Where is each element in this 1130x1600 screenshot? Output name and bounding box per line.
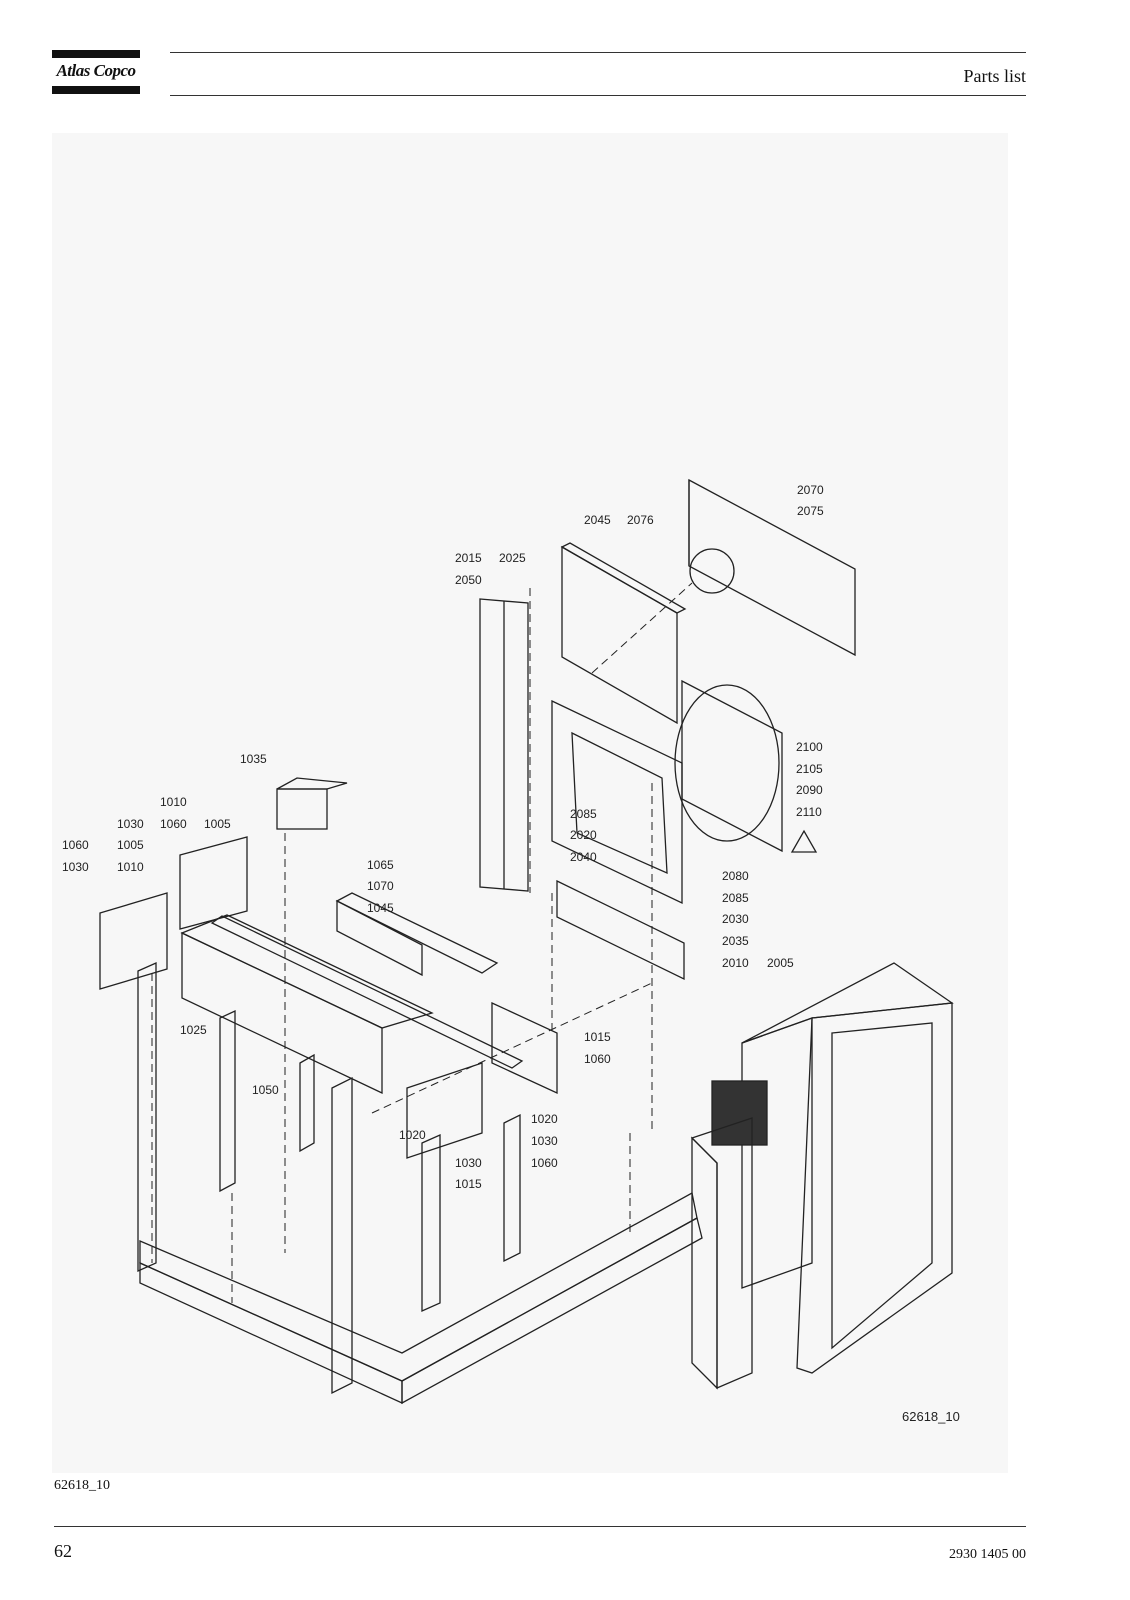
callout-label: 2070 — [797, 483, 824, 497]
callout-label: 1030 — [531, 1134, 558, 1148]
callout-label: 2010 — [722, 956, 749, 970]
callout-label: 1030 — [62, 860, 89, 874]
callout-label: 2105 — [796, 762, 823, 776]
callout-label: 2050 — [455, 573, 482, 587]
drawing-canvas: 2070 2075 2045 2076 2015 2025 2050 2100 … — [62, 478, 960, 1424]
figure-id-label: 62618_10 — [902, 1409, 960, 1424]
page-section-title: Parts list — [963, 66, 1026, 86]
callout-label: 1020 — [531, 1112, 558, 1126]
callout-labels: 2070 2075 2045 2076 2015 2025 2050 2100 … — [62, 483, 824, 1191]
callout-label: 1065 — [367, 858, 394, 872]
callout-label: 2090 — [796, 783, 823, 797]
callout-label: 2005 — [767, 956, 794, 970]
logo-bottom-bar — [52, 86, 140, 94]
callout-label: 2040 — [570, 850, 597, 864]
footer-rule — [54, 1526, 1026, 1527]
callout-label: 1005 — [117, 838, 144, 852]
drawing-linework — [99, 478, 954, 1405]
callout-label: 1050 — [252, 1083, 279, 1097]
callout-label: 1060 — [531, 1156, 558, 1170]
header-rule-top — [170, 52, 1026, 53]
callout-label: 1030 — [117, 817, 144, 831]
callout-label: 2110 — [796, 805, 822, 819]
callout-label: 1060 — [160, 817, 187, 831]
callout-label: 1010 — [117, 860, 144, 874]
callout-label: 2030 — [722, 912, 749, 926]
figure-caption: 62618_10 — [54, 1478, 110, 1493]
header-rule-bottom — [170, 95, 1026, 96]
callout-label: 1070 — [367, 879, 394, 893]
callout-label: 2085 — [570, 807, 597, 821]
callout-label: 2045 — [584, 513, 611, 527]
callout-label: 1015 — [584, 1030, 611, 1044]
callout-label: 1045 — [367, 901, 394, 915]
document-number: 2930 1405 00 — [949, 1547, 1026, 1562]
callout-label: 1060 — [584, 1052, 611, 1066]
callout-label: 1030 — [455, 1156, 482, 1170]
callout-label: 1015 — [455, 1177, 482, 1191]
atlas-copco-logo: Atlas Copco — [52, 50, 140, 94]
page-number: 62 — [54, 1541, 72, 1561]
callout-label: 2085 — [722, 891, 749, 905]
callout-label: 1010 — [160, 795, 187, 809]
callout-label: 1025 — [180, 1023, 207, 1037]
callout-label: 1060 — [62, 838, 89, 852]
callout-label: 1020 — [399, 1128, 426, 1142]
callout-label: 2015 — [455, 551, 482, 565]
logo-brand-text: Atlas Copco — [56, 61, 136, 80]
callout-label: 2075 — [797, 504, 824, 518]
callout-label: 2035 — [722, 934, 749, 948]
callout-label: 2100 — [796, 740, 823, 754]
callout-label: 2076 — [627, 513, 654, 527]
callout-label: 2020 — [570, 828, 597, 842]
callout-label: 1035 — [240, 752, 267, 766]
callout-label: 1005 — [204, 817, 231, 831]
callout-label: 2080 — [722, 869, 749, 883]
logo-top-bar — [52, 50, 140, 58]
exploded-parts-drawing: 2070 2075 2045 2076 2015 2025 2050 2100 … — [52, 133, 1008, 1473]
callout-label: 2025 — [499, 551, 526, 565]
